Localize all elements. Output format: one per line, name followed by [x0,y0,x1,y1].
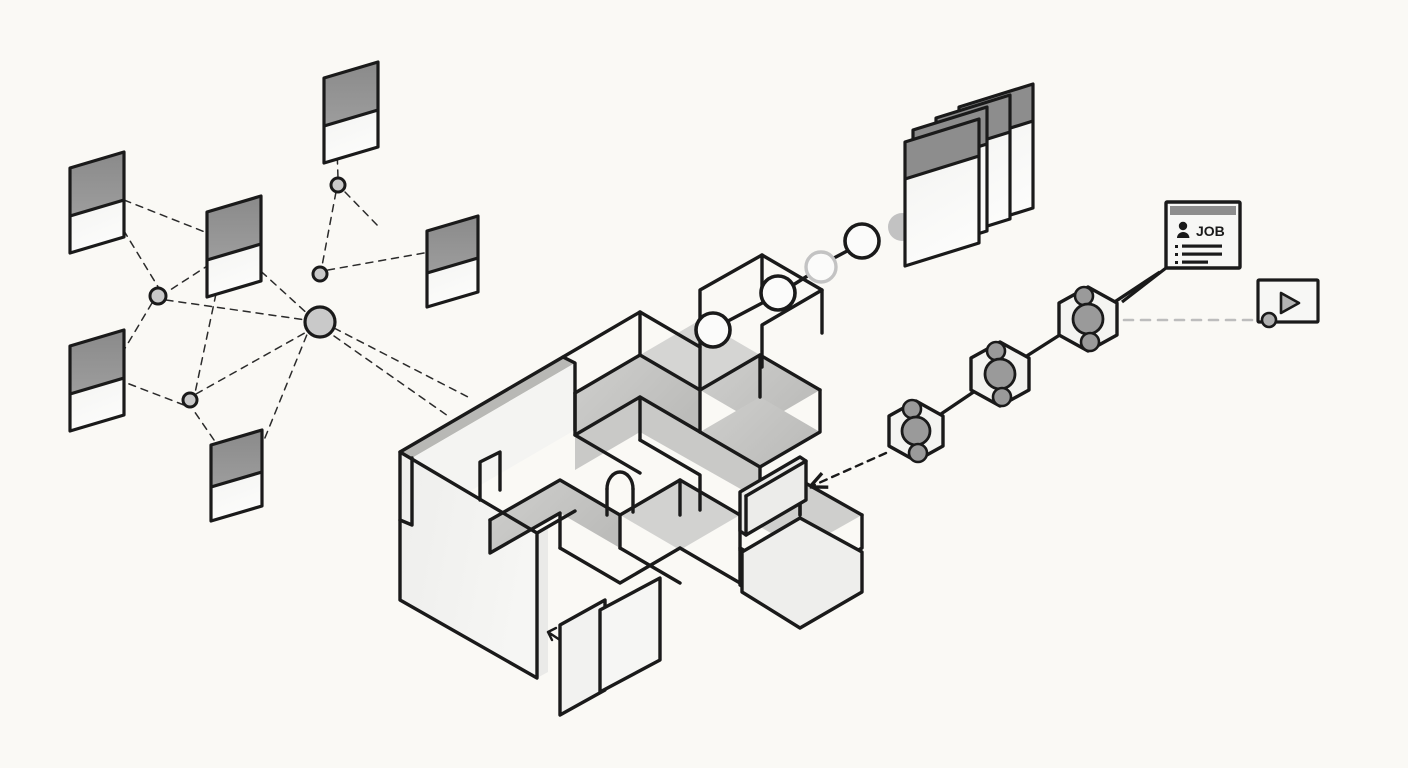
box-front-panels [558,576,662,717]
net-node-a[interactable] [329,176,347,194]
source-card-2[interactable] [322,60,380,165]
chain-node-1[interactable] [694,311,732,349]
record-chain [694,213,916,349]
hex-node-3[interactable] [1057,285,1119,353]
source-network-nodes [148,176,347,409]
chain-node-2[interactable] [759,274,797,312]
source-card-1[interactable] [68,150,126,255]
hex-node-2[interactable] [969,340,1031,408]
box-left-face [400,452,537,678]
source-card-5[interactable] [68,328,126,433]
net-hub[interactable] [303,305,337,339]
box-front-inner [537,527,548,678]
job-card-titlebar [1170,206,1236,215]
net-node-d[interactable] [181,391,199,409]
source-card-3[interactable] [205,194,263,299]
source-card-6[interactable] [209,428,264,523]
hex-node-1[interactable] [887,398,945,464]
play-triangle-icon[interactable] [1279,291,1301,315]
circle-handle-icon[interactable] [1260,311,1278,329]
processing-box[interactable] [398,253,864,717]
maze-outlines [398,253,864,680]
net-node-c[interactable] [148,286,168,306]
job-card-rows [1175,244,1222,264]
chain-node-3[interactable] [804,250,838,284]
source-card-4[interactable] [425,214,480,309]
job-card-frame [1164,200,1242,270]
net-node-b[interactable] [311,265,329,283]
job-card-title: JOB [1196,223,1225,239]
box-right-tube [738,455,808,537]
chain-node-4[interactable] [843,222,881,260]
box-inner-arrow [546,626,562,642]
job-card-connector [1121,266,1167,304]
document-stack [903,82,1035,268]
box-back-rim [400,357,575,458]
box-right-outlet [740,516,864,630]
feedback-arrow [808,451,888,489]
stack-panel-1[interactable] [903,117,981,268]
job-card[interactable]: JOB [1121,200,1242,304]
person-icon [1177,221,1190,238]
video-card[interactable] [1256,278,1320,329]
source-cards [68,60,480,523]
